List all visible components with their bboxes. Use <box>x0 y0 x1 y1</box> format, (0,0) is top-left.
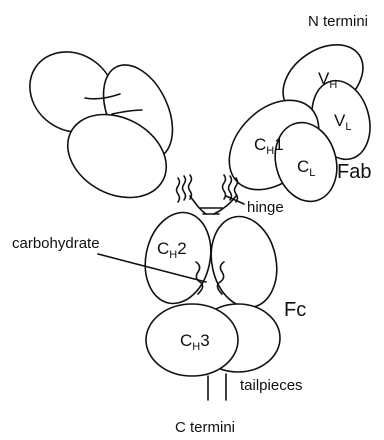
fc-label: Fc <box>284 299 306 321</box>
hinge-squiggle-left-1 <box>177 178 180 202</box>
n-termini-label: N termini <box>308 13 368 30</box>
ch2-domain-right <box>203 210 285 313</box>
carbohydrate-label: carbohydrate <box>12 235 100 252</box>
hinge-region <box>177 175 238 214</box>
tailpieces <box>208 374 226 400</box>
fc-region <box>137 206 285 376</box>
c-termini-label: C termini <box>175 419 235 436</box>
hinge-squiggle-left-2 <box>183 176 186 200</box>
ch2-domain-left <box>137 206 219 309</box>
hinge-squiggle-right-2 <box>229 176 232 200</box>
left-fab-arm <box>14 36 186 214</box>
hinge-label: hinge <box>247 199 284 216</box>
fab-label: Fab <box>337 161 371 183</box>
hinge-squiggle-right-1 <box>223 175 226 199</box>
hinge-chain-left <box>190 196 206 214</box>
tailpieces-label: tailpieces <box>240 377 303 394</box>
